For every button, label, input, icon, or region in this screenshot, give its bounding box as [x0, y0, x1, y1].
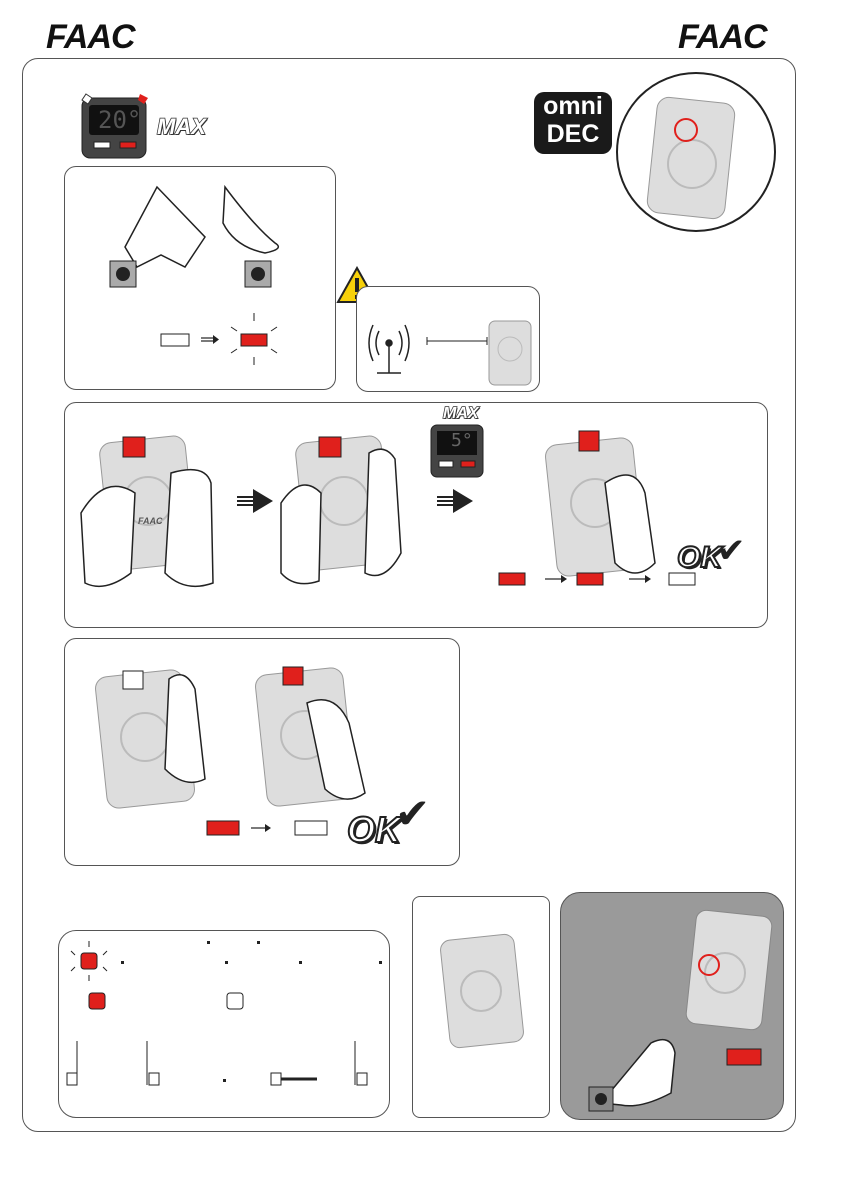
antenna-icon — [369, 325, 409, 373]
arrow-icon — [237, 489, 273, 513]
remote-detail-circle — [616, 72, 776, 232]
panel-remote — [412, 896, 550, 1118]
receiver-display-mid: 5° — [451, 430, 473, 451]
remote-brand: FAAC — [138, 516, 163, 526]
panel-legend — [58, 930, 390, 1118]
max-label-mid: MAX — [443, 405, 479, 423]
receiver-display-value: 20° — [98, 106, 141, 134]
omnidec-line1: omni — [534, 92, 612, 120]
panel-step-1 — [64, 166, 336, 390]
receiver-device: 20° — [80, 92, 150, 162]
faac-logo-left: FAAC — [46, 18, 135, 57]
omnidec-line2: DEC — [534, 120, 612, 148]
panel-reset — [560, 892, 784, 1120]
check-icon: ✔ — [395, 789, 430, 838]
panel-range-warning — [356, 286, 540, 392]
ok-label-1: OK — [677, 541, 722, 575]
faac-logo-right: FAAC — [678, 18, 767, 57]
max-label-top: MAX — [157, 114, 206, 140]
panel-step-3: OK ✔ — [64, 638, 460, 866]
omnidec-badge: omni DEC — [534, 92, 612, 154]
check-icon: ✔ — [717, 531, 746, 571]
ok-label-2: OK — [347, 809, 401, 851]
panel-step-2: MAX 5° OK ✔ — [64, 402, 768, 628]
